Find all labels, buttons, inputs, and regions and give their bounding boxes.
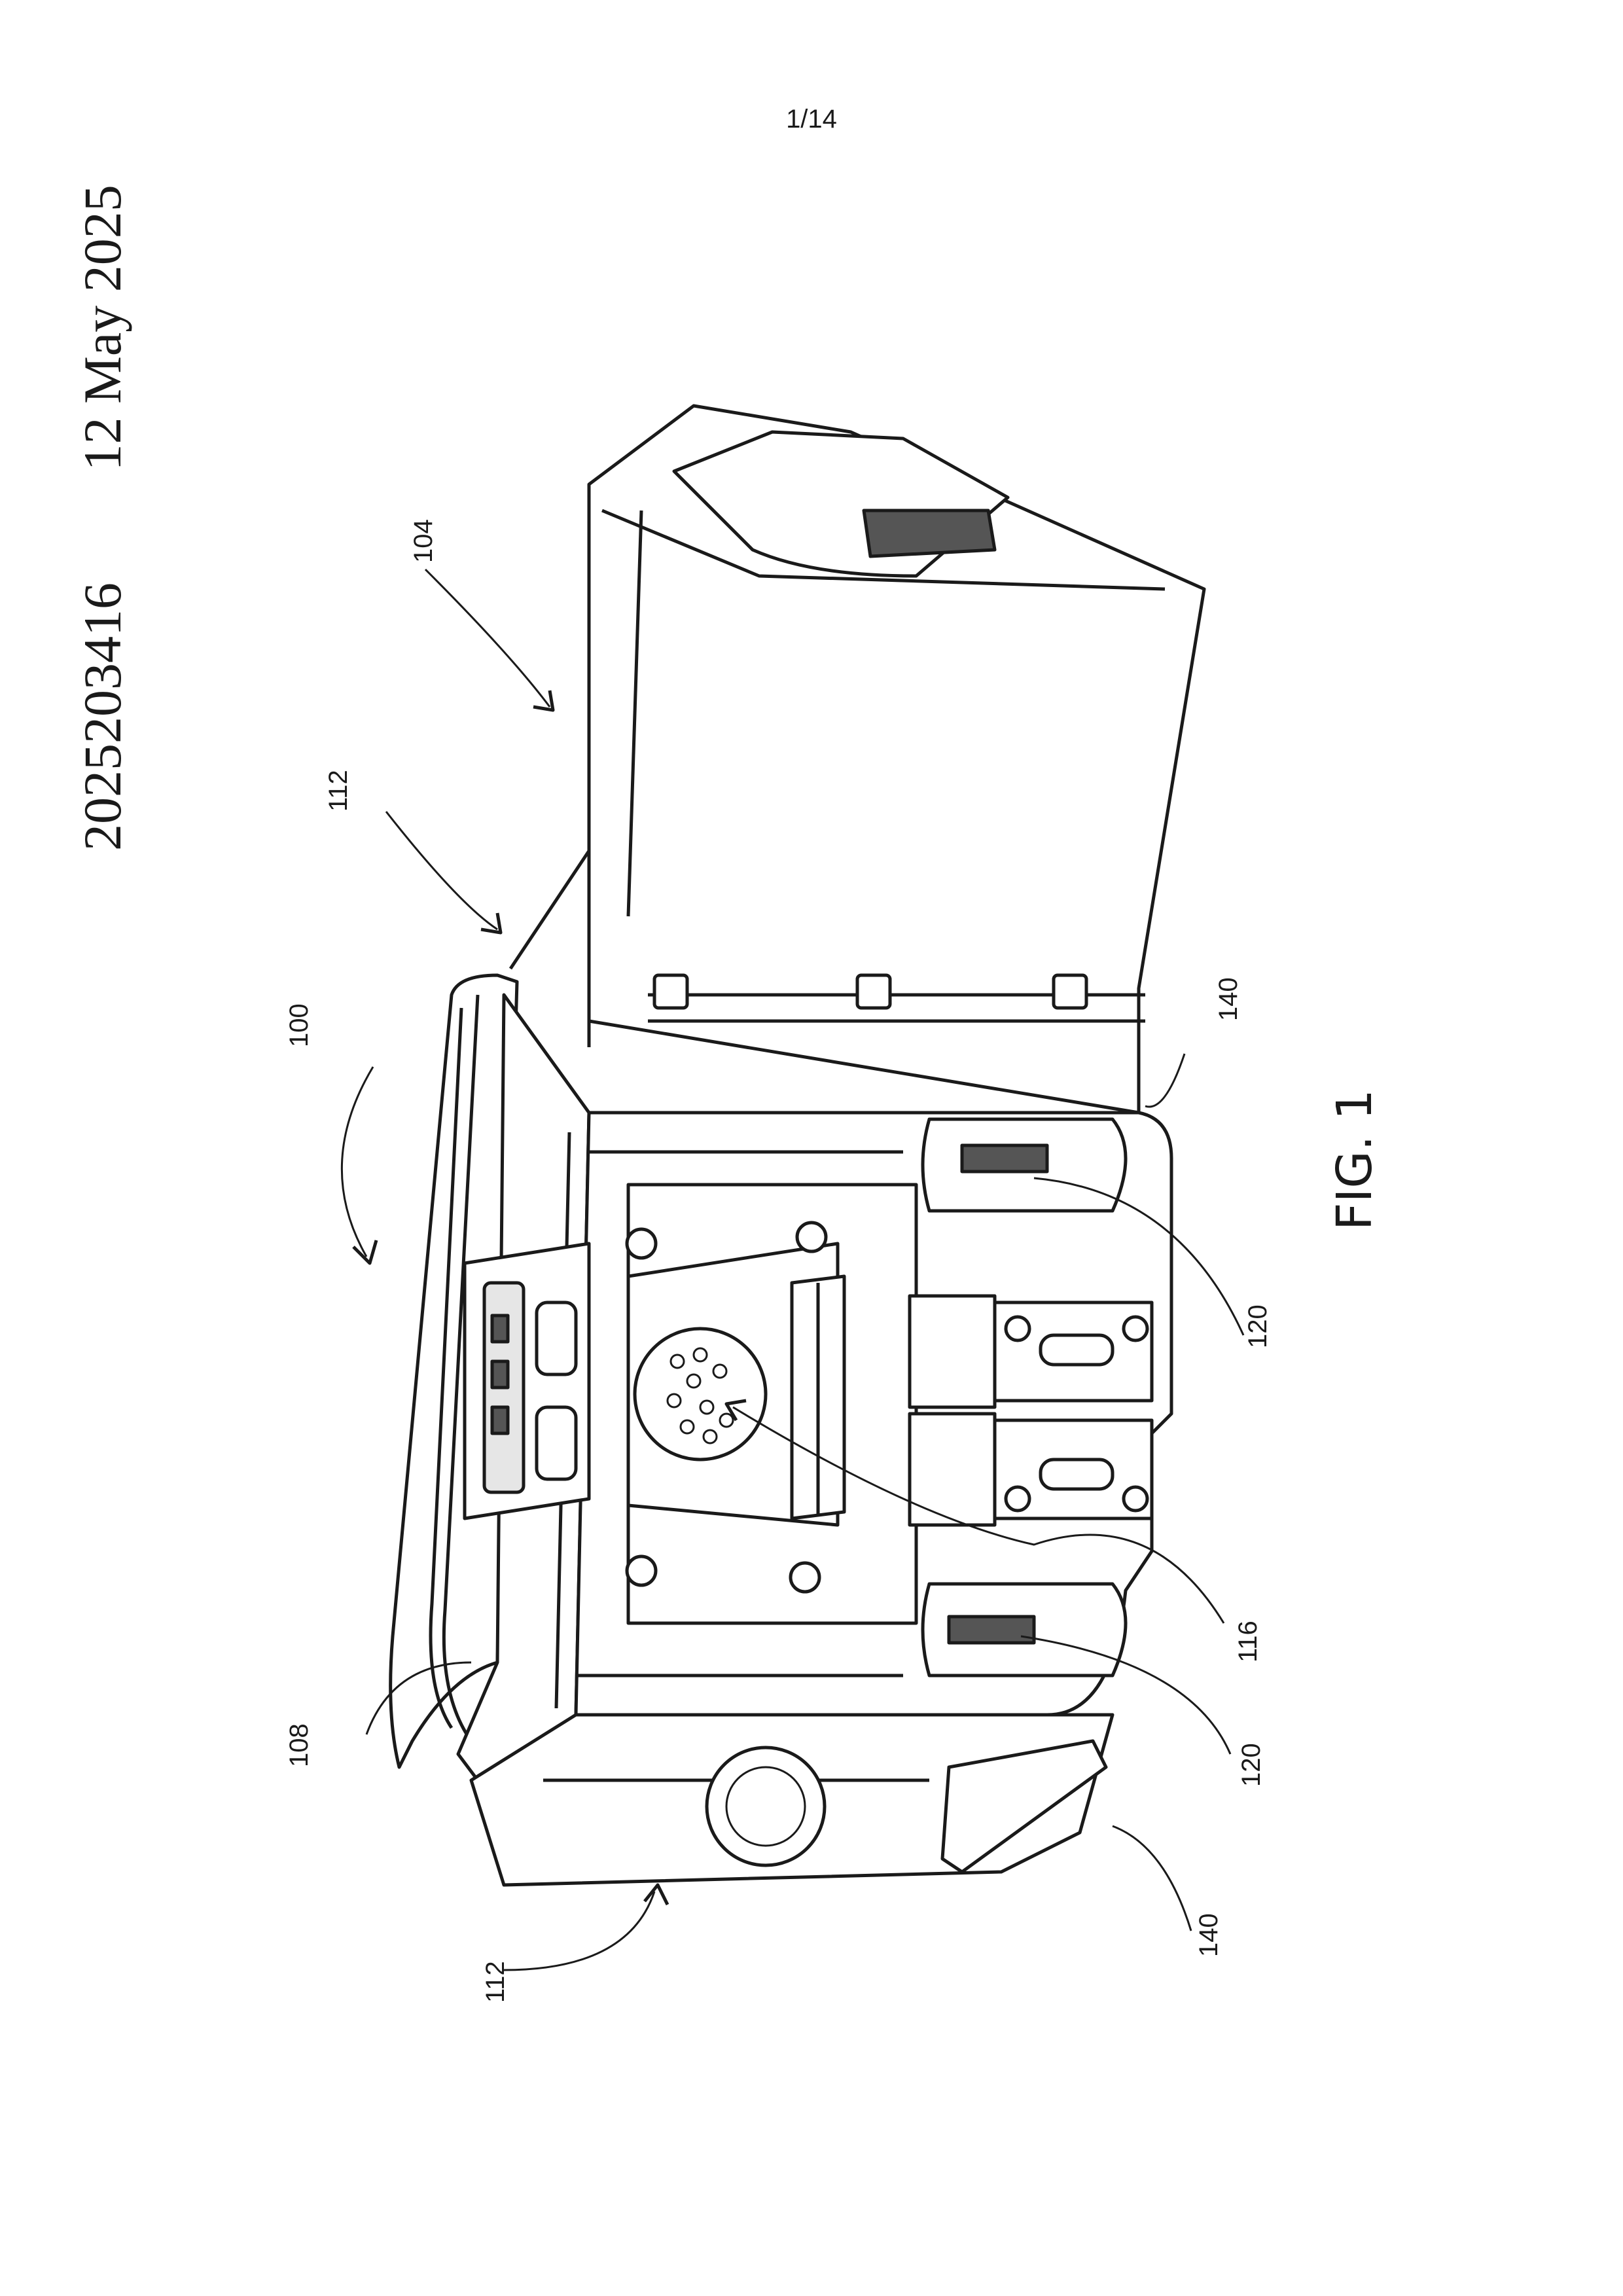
figure-caption: FIG. 1 <box>1327 1089 1383 1230</box>
ref-116: 116 <box>1234 1621 1262 1662</box>
ref-140-upper: 140 <box>1214 977 1243 1021</box>
ref-120-upper: 120 <box>1243 1304 1272 1348</box>
side-latch-lower <box>471 1715 1113 1885</box>
ref-108: 108 <box>285 1723 313 1767</box>
ref-104: 104 <box>409 519 438 563</box>
ref-112-bottom: 112 <box>481 1961 510 2003</box>
cartridge-module <box>510 406 1204 1113</box>
ref-100: 100 <box>285 1003 313 1047</box>
ref-112-top: 112 <box>324 770 353 812</box>
ref-120-lower: 120 <box>1237 1743 1266 1787</box>
ref-140-lower: 140 <box>1194 1913 1223 1957</box>
